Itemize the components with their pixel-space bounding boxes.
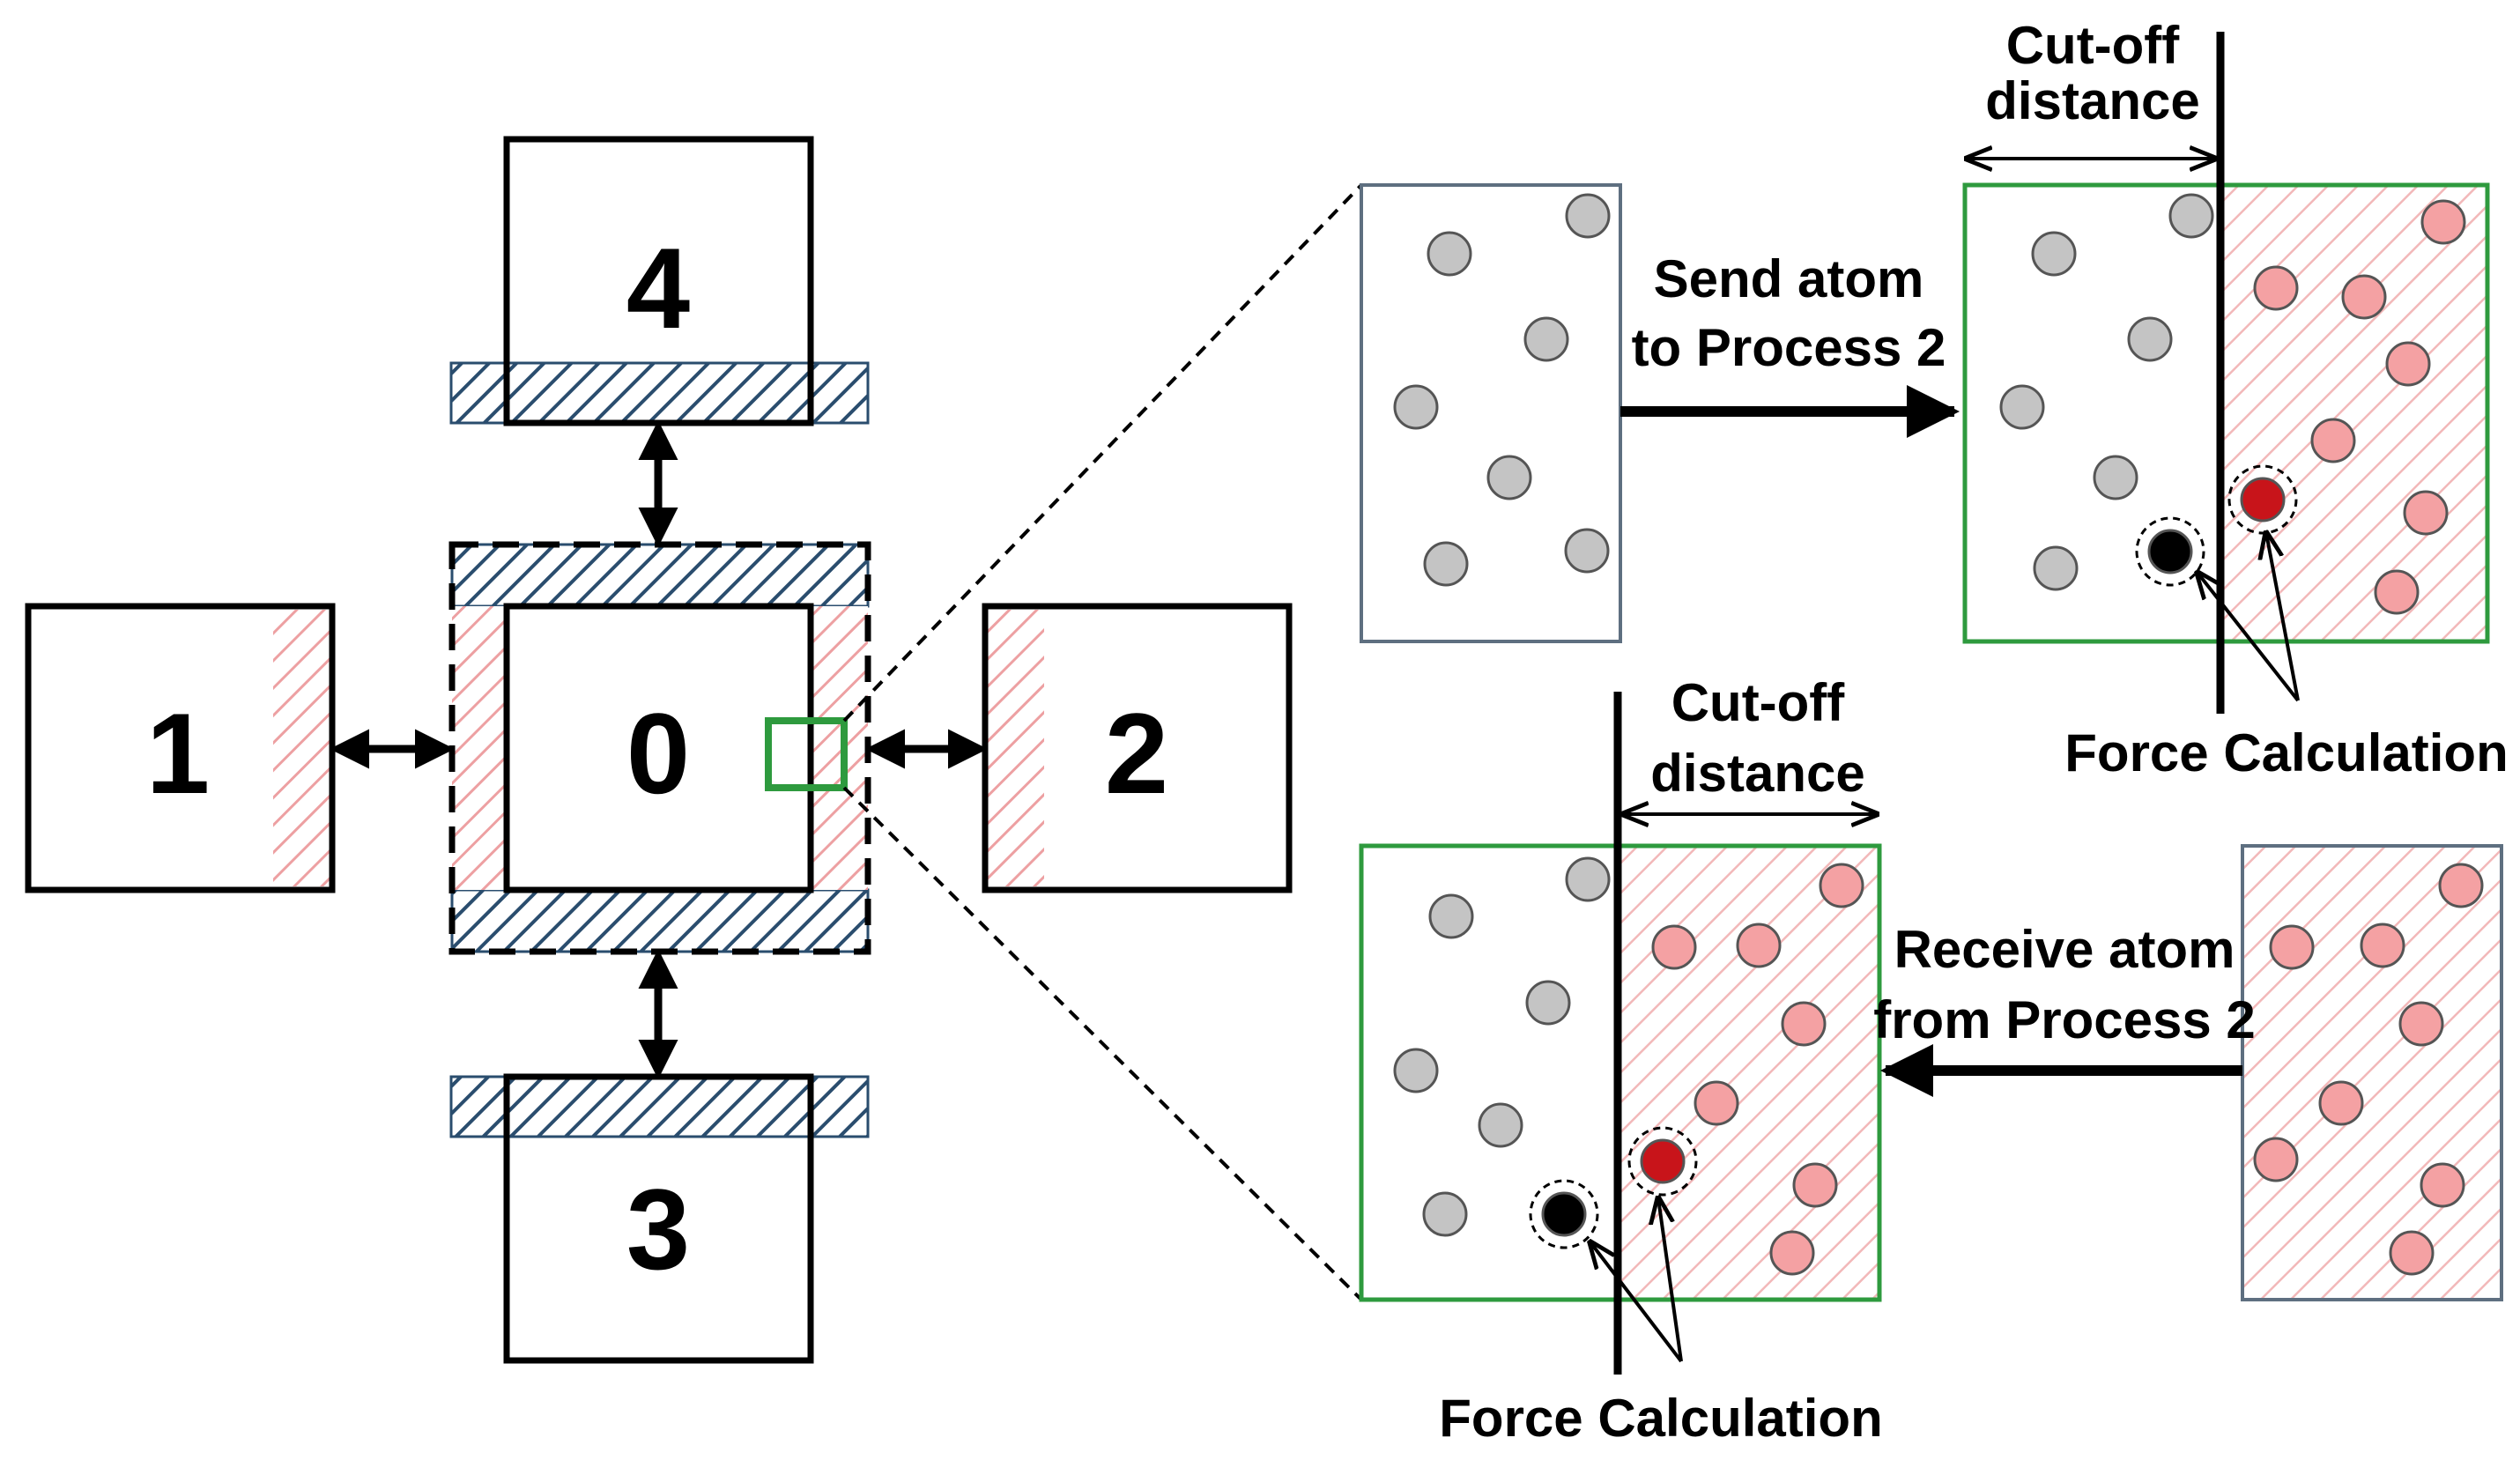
local-atom: [2093, 455, 2138, 500]
ghost-atom: [2253, 265, 2299, 311]
local-atom: [1565, 856, 1611, 902]
neighbor-ghost-box-bottom: [2241, 844, 2503, 1301]
ghost-atom: [1651, 924, 1697, 970]
receive-arrow: Receive atom from Process 2: [1873, 920, 2256, 1097]
process-grid: 4 0 1 2: [25, 136, 1293, 1364]
process-3: 3: [449, 1073, 870, 1364]
focus-atom-ghost: [1640, 1138, 1686, 1184]
force-pointer-top-1: [2198, 573, 2300, 702]
local-atom: [1564, 528, 1610, 574]
ghost-region-0-right: [811, 606, 868, 890]
local-atom: [1422, 1191, 1468, 1237]
focus-atom-local: [2147, 529, 2193, 574]
local-atom: [1393, 384, 1439, 430]
local-atom: [1423, 541, 1469, 587]
halo-region-3: [449, 1075, 870, 1138]
ghost-atom: [2253, 1137, 2299, 1182]
local-atom: [1486, 455, 1532, 500]
ghost-region-1: [273, 610, 330, 886]
ghost-atom: [1694, 1080, 1739, 1126]
process-4-label: 4: [626, 224, 690, 352]
process-0: 0: [448, 541, 871, 955]
cutoff-label-bottom-2: distance: [1650, 744, 1864, 803]
force-pointer-bottom-2: [1658, 1198, 1683, 1362]
ghost-atom: [2360, 923, 2405, 968]
ghost-atom: [1792, 1162, 1838, 1208]
process-1-label: 1: [146, 689, 210, 818]
ghost-region-2: [988, 610, 1044, 886]
local-atom: [1427, 231, 1472, 277]
ghost-atom: [2398, 1001, 2444, 1047]
ghost-atom: [2438, 863, 2484, 908]
local-atom: [1478, 1102, 1523, 1148]
ghost-atom: [1819, 863, 1864, 908]
ghost-atom: [2374, 569, 2420, 615]
focus-atom-ghost: [2240, 477, 2286, 522]
local-atom: [1565, 193, 1611, 239]
process-1: 1: [25, 603, 336, 893]
zoom-highlight-box: [765, 717, 848, 791]
top-panel: Send atom to Process 2 Cut-off distance …: [1360, 16, 2509, 782]
force-label-top: Force Calculation: [2064, 723, 2508, 782]
local-atom: [1999, 384, 2045, 430]
send-arrow-label-1: Send atom: [1654, 249, 1924, 308]
process-2-label: 2: [1105, 689, 1168, 818]
ghost-atom: [2420, 1162, 2465, 1208]
ghost-atom: [2310, 418, 2356, 463]
force-label-bottom: Force Calculation: [1439, 1389, 1882, 1448]
ghost-atom: [2403, 490, 2449, 536]
send-arrow-label-2: to Process 2: [1632, 318, 1946, 377]
local-atom: [2031, 231, 2077, 277]
focus-atom-local: [1541, 1191, 1587, 1237]
cutoff-label-top-2: distance: [1985, 71, 2199, 130]
atoms-bottom: [1393, 856, 2484, 1276]
force-pointer-bottom-1: [1590, 1242, 1683, 1363]
ghost-atom: [2341, 274, 2387, 320]
local-atom: [2127, 316, 2173, 362]
ghost-atom: [2420, 199, 2466, 245]
process-2: 2: [982, 603, 1293, 893]
process-0-label: 0: [626, 689, 690, 818]
ghost-atom: [2389, 1230, 2435, 1276]
send-arrow: Send atom to Process 2: [1620, 249, 1960, 438]
cutoff-label-bottom-1: Cut-off: [1671, 673, 1846, 732]
ghost-atom: [2318, 1080, 2364, 1126]
ghost-atom: [1781, 1001, 1827, 1047]
ghost-atom: [1769, 1230, 1815, 1276]
ghost-atom: [1736, 923, 1782, 968]
halo-region-4: [449, 361, 870, 425]
local-atom: [1523, 316, 1569, 362]
local-atom: [2168, 193, 2214, 239]
halo-region-0-bottom: [450, 888, 870, 953]
local-atom: [1428, 893, 1474, 939]
halo-region-0-top: [450, 543, 870, 608]
bottom-panel: Cut-off distance Receive atom from Proce…: [1359, 673, 2503, 1448]
receive-arrow-label-2: from Process 2: [1873, 990, 2256, 1049]
cutoff-label-top-1: Cut-off: [2006, 16, 2181, 75]
process-3-label: 3: [626, 1165, 690, 1293]
ghost-region-0-left: [452, 606, 507, 890]
focus-atom-local-halo: [2135, 516, 2205, 587]
receive-arrow-label-1: Receive atom: [1894, 920, 2235, 979]
force-pointer-top-2: [2266, 533, 2300, 701]
local-atom: [1525, 980, 1571, 1026]
local-atom: [2033, 545, 2079, 591]
focus-atom-local-halo: [1529, 1179, 1599, 1249]
receiving-domain-box-top: [1962, 182, 2490, 644]
ghost-region-top: [2220, 185, 2487, 641]
ghost-atom: [2269, 924, 2315, 970]
atoms-top: [1393, 193, 2466, 615]
zoom-lines: [842, 183, 1363, 1301]
process-4: 4: [449, 136, 870, 426]
local-atom: [1393, 1048, 1439, 1093]
ghost-region-bottom: [1618, 846, 1879, 1300]
ghost-atom: [2385, 341, 2431, 387]
